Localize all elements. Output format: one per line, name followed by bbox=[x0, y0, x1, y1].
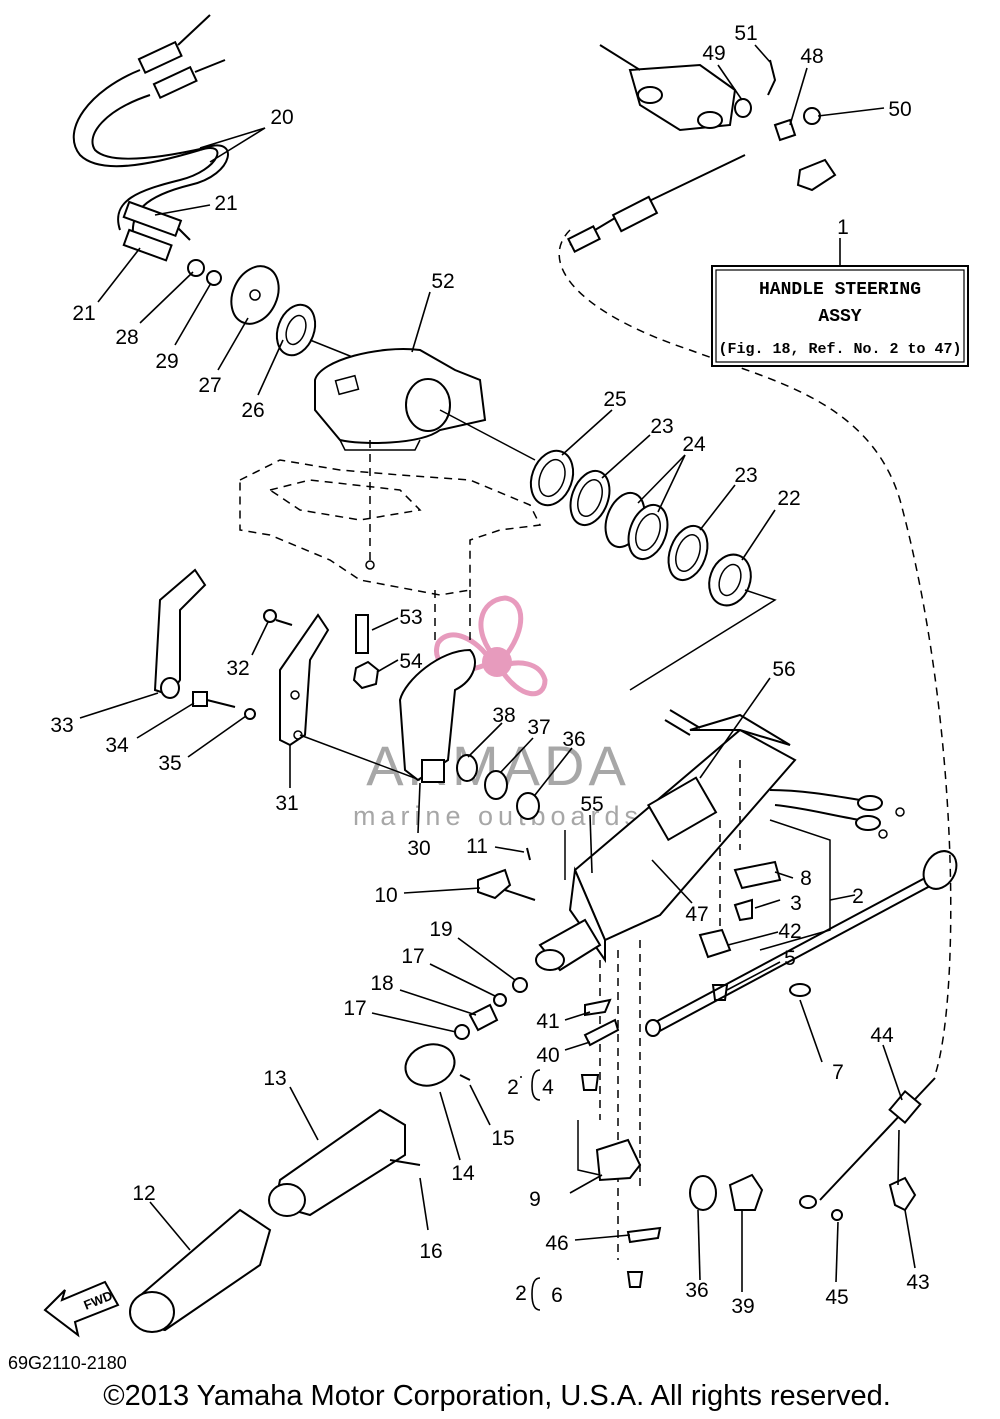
label-19: 19 bbox=[429, 918, 452, 941]
label-48: 48 bbox=[800, 45, 823, 68]
label-24: 24 bbox=[682, 433, 706, 456]
label-13: 13 bbox=[263, 1067, 286, 1090]
label-25: 25 bbox=[603, 388, 626, 411]
label-23b: 23 bbox=[734, 464, 757, 487]
friction-brackets bbox=[153, 568, 540, 820]
label-1: 1 bbox=[837, 216, 849, 239]
label-4: 4 bbox=[542, 1076, 554, 1099]
label-46: 46 bbox=[545, 1232, 568, 1255]
mount-plate bbox=[239, 440, 542, 640]
label-45: 45 bbox=[825, 1286, 848, 1309]
label-21b: 21 bbox=[72, 302, 95, 325]
label-34: 34 bbox=[105, 734, 129, 757]
label-56: 56 bbox=[772, 658, 795, 681]
label-2b: 2 bbox=[507, 1076, 519, 1099]
small-hardware bbox=[580, 860, 782, 1288]
label-44: 44 bbox=[870, 1024, 894, 1047]
steering-bracket bbox=[314, 348, 487, 451]
label-36b: 36 bbox=[685, 1279, 708, 1302]
label-38: 38 bbox=[492, 704, 515, 727]
label-42: 42 bbox=[778, 920, 801, 943]
fwd-arrow-icon: FWD bbox=[43, 1280, 120, 1338]
drawing-code: 69G2110-2180 bbox=[8, 1353, 127, 1373]
label-43: 43 bbox=[906, 1271, 929, 1294]
label-14: 14 bbox=[451, 1162, 475, 1185]
shift-cables bbox=[558, 229, 958, 1221]
washer-stack bbox=[439, 409, 777, 691]
label-40: 40 bbox=[536, 1044, 559, 1067]
label-26: 26 bbox=[241, 399, 264, 422]
label-3: 3 bbox=[790, 892, 802, 915]
label-5: 5 bbox=[784, 947, 796, 970]
label-41: 41 bbox=[536, 1010, 559, 1033]
label-7: 7 bbox=[832, 1061, 844, 1084]
label-10: 10 bbox=[374, 884, 397, 907]
label-17a: 17 bbox=[401, 945, 424, 968]
copyright-notice: ©2013 Yamaha Motor Corporation, U.S.A. A… bbox=[103, 1380, 891, 1412]
leader-lines bbox=[79, 44, 916, 1311]
label-15: 15 bbox=[491, 1127, 514, 1150]
label-22: 22 bbox=[777, 487, 800, 510]
label-21a: 21 bbox=[214, 192, 237, 215]
label-18: 18 bbox=[370, 972, 393, 995]
label-33: 33 bbox=[50, 714, 73, 737]
label-53: 53 bbox=[399, 606, 422, 629]
box-line-2: ASSY bbox=[818, 307, 861, 327]
label-30: 30 bbox=[407, 837, 430, 860]
label-27: 27 bbox=[198, 374, 221, 397]
label-31: 31 bbox=[275, 792, 298, 815]
throttle-cables bbox=[72, 14, 361, 361]
label-29: 29 bbox=[155, 350, 178, 373]
label-50: 50 bbox=[888, 98, 911, 121]
label-6: 6 bbox=[551, 1284, 563, 1307]
label-12: 12 bbox=[132, 1182, 155, 1205]
label-20: 20 bbox=[270, 106, 293, 129]
label-55: 55 bbox=[580, 793, 603, 816]
callout-numbers: 1 2 2 2 3 4 5 6 7 8 9 10 11 12 13 14 15 … bbox=[50, 22, 929, 1318]
remote-control-parts bbox=[567, 44, 837, 253]
label-8: 8 bbox=[800, 867, 812, 890]
label-17b: 17 bbox=[343, 997, 366, 1020]
box-line-1: HANDLE STEERING bbox=[759, 280, 921, 300]
label-35: 35 bbox=[158, 752, 181, 775]
box-line-3: (Fig. 18, Ref. No. 2 to 47) bbox=[718, 341, 961, 358]
label-2c: 2 bbox=[515, 1282, 527, 1305]
label-23a: 23 bbox=[650, 415, 673, 438]
throttle-grip-parts: FWD bbox=[43, 847, 536, 1338]
label-51: 51 bbox=[734, 22, 757, 45]
label-54: 54 bbox=[399, 650, 423, 673]
steering-handle-body bbox=[535, 709, 905, 1260]
handle-steering-assy-box: HANDLE STEERING ASSY (Fig. 18, Ref. No. … bbox=[711, 238, 969, 367]
label-37: 37 bbox=[527, 716, 550, 739]
label-39: 39 bbox=[731, 1295, 754, 1318]
label-47: 47 bbox=[685, 903, 708, 926]
label-49: 49 bbox=[702, 42, 725, 65]
label-9: 9 bbox=[529, 1188, 541, 1211]
label-11: 11 bbox=[466, 835, 488, 858]
label-52: 52 bbox=[431, 270, 454, 293]
label-28: 28 bbox=[115, 326, 138, 349]
label-36a: 36 bbox=[562, 728, 585, 751]
label-2a: 2 bbox=[852, 885, 864, 908]
label-32: 32 bbox=[226, 657, 249, 680]
label-16: 16 bbox=[419, 1240, 442, 1263]
